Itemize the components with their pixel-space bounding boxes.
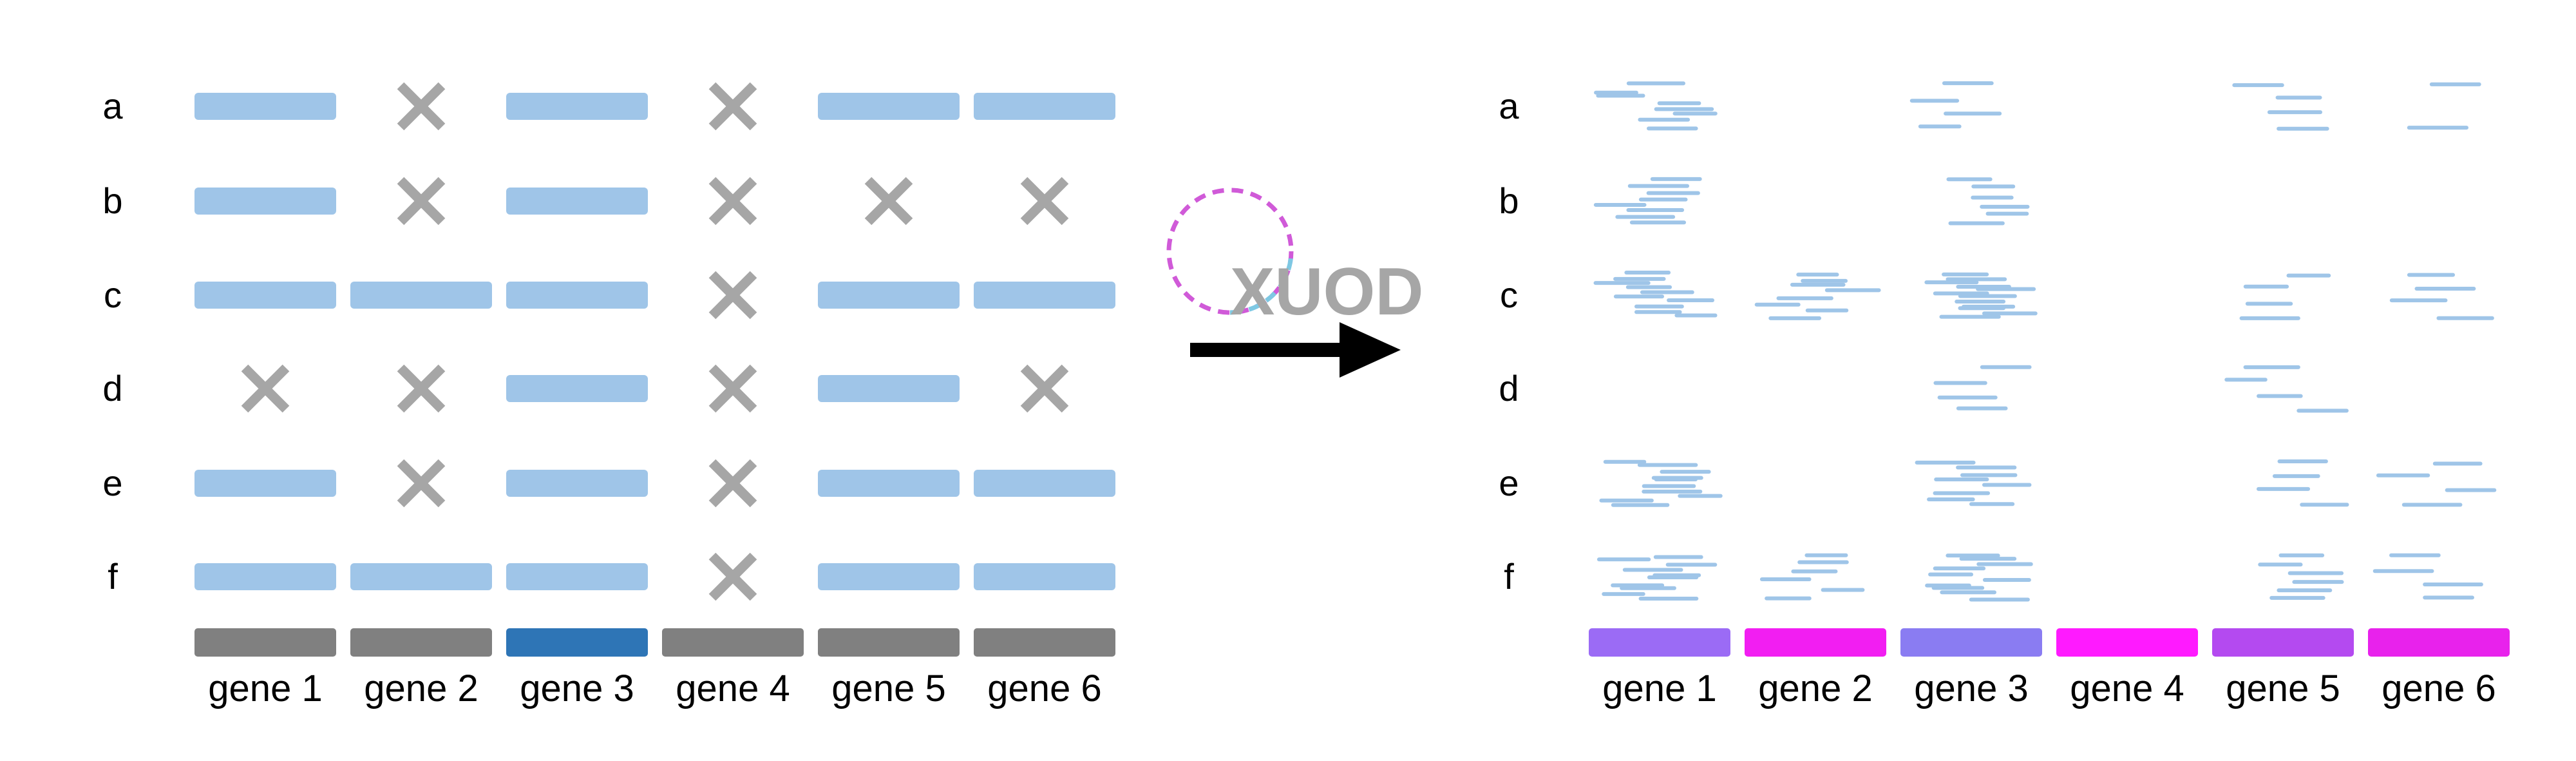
gene-label-right-5: gene 5 xyxy=(2226,668,2340,709)
absent-x-icon-c-gene4 xyxy=(708,271,757,320)
presence-bar-e-gene5 xyxy=(818,470,960,497)
presence-bar-e-gene3 xyxy=(506,470,648,497)
presence-bar-c-gene5 xyxy=(818,282,960,309)
x-stroke xyxy=(708,271,757,320)
row-label-a: a xyxy=(102,86,123,126)
right-panel: a b c d e f gene 1 gene 2 gene 3 gene 4 gene 5 gene… xyxy=(1499,81,2510,709)
x-stroke xyxy=(397,82,446,131)
presence-bar-d-gene3 xyxy=(506,375,648,402)
presence-bar-b-gene1 xyxy=(194,188,336,215)
gene-bar-2 xyxy=(350,628,492,657)
gene-label-1: gene 1 xyxy=(208,668,322,709)
absent-x-icon-f-gene4 xyxy=(708,552,757,601)
gene-label-4: gene 4 xyxy=(676,668,790,709)
presence-bar-f-gene5 xyxy=(818,563,960,590)
gene-label-right-4: gene 4 xyxy=(2070,668,2184,709)
circle-arrow-icon-pink-arc xyxy=(1166,188,1294,315)
row-label-d: d xyxy=(1499,368,1519,409)
row-label-e: e xyxy=(102,463,122,503)
presence-bar-f-gene6 xyxy=(974,563,1115,590)
gene-bar-6 xyxy=(974,628,1115,657)
x-stroke xyxy=(1020,177,1069,226)
absent-x-icon-b-gene6 xyxy=(1020,177,1069,226)
gene-bar-3 xyxy=(506,628,648,657)
presence-bar-e-gene1 xyxy=(194,470,336,497)
gene-label-3: gene 3 xyxy=(520,668,634,709)
gene-bar-4 xyxy=(662,628,804,657)
gene-label-2: gene 2 xyxy=(364,668,478,709)
presence-bar-a-gene6 xyxy=(974,93,1115,120)
absent-x-icon-a-gene2 xyxy=(397,82,446,131)
presence-bar-c-gene1 xyxy=(194,282,336,309)
gene-label-right-2: gene 2 xyxy=(1758,668,1872,709)
gene-label-right-6: gene 6 xyxy=(2382,668,2496,709)
row-label-b: b xyxy=(1499,180,1519,221)
row-label-f: f xyxy=(108,556,118,597)
x-stroke xyxy=(1020,364,1069,413)
tool-label: XUOD xyxy=(1230,255,1423,329)
gene-label-6: gene 6 xyxy=(987,668,1101,709)
absent-x-icon-a-gene4 xyxy=(708,82,757,131)
circle-arrow-icon-blue-arc xyxy=(1229,251,1294,315)
presence-bar-f-gene2 xyxy=(350,563,492,590)
presence-bar-a-gene1 xyxy=(194,93,336,120)
gene-bar-colored-4 xyxy=(2056,628,2198,657)
left-panel: a b c d e f gene 1 gene 2 gene 3 gene 4 gene 5 gene… xyxy=(102,82,1115,709)
row-label-d: d xyxy=(102,368,122,409)
gene-label-right-1: gene 1 xyxy=(1602,668,1716,709)
presence-bar-a-gene5 xyxy=(818,93,960,120)
x-stroke xyxy=(241,364,290,413)
x-stroke xyxy=(708,364,757,413)
row-label-f: f xyxy=(1504,556,1514,597)
row-label-a: a xyxy=(1499,86,1519,126)
arrow-head xyxy=(1340,322,1401,378)
presence-bar-f-gene3 xyxy=(506,563,648,590)
gene-bar-1 xyxy=(194,628,336,657)
presence-bar-b-gene3 xyxy=(506,188,648,215)
x-stroke xyxy=(708,552,757,601)
row-label-e: e xyxy=(1499,463,1519,503)
absent-x-icon-e-gene4 xyxy=(708,459,757,508)
gene-bar-colored-2 xyxy=(1745,628,1886,657)
presence-bar-d-gene5 xyxy=(818,375,960,402)
row-label-b: b xyxy=(102,180,122,221)
absent-x-icon-b-gene4 xyxy=(708,177,757,226)
absent-x-icon-b-gene2 xyxy=(397,177,446,226)
presence-bar-c-gene2 xyxy=(350,282,492,309)
x-stroke xyxy=(864,177,913,226)
absent-x-icon-d-gene4 xyxy=(708,364,757,413)
row-label-c: c xyxy=(104,275,122,315)
gene-label-5: gene 5 xyxy=(831,668,945,709)
x-stroke xyxy=(397,177,446,226)
row-label-c: c xyxy=(1500,275,1518,315)
presence-bar-c-gene6 xyxy=(974,282,1115,309)
gene-bar-colored-5 xyxy=(2212,628,2354,657)
absent-x-icon-d-gene2 xyxy=(397,364,446,413)
gene-bar-5 xyxy=(818,628,960,657)
gene-bar-colored-3 xyxy=(1900,628,2042,657)
x-stroke xyxy=(708,177,757,226)
gene-label-right-3: gene 3 xyxy=(1914,668,2028,709)
method-transition: XUOD xyxy=(1166,188,1423,378)
presence-bar-e-gene6 xyxy=(974,470,1115,497)
absent-x-icon-e-gene2 xyxy=(397,459,446,508)
absent-x-icon-d-gene6 xyxy=(1020,364,1069,413)
absent-x-icon-d-gene1 xyxy=(241,364,290,413)
presence-bar-a-gene3 xyxy=(506,93,648,120)
presence-bar-f-gene1 xyxy=(194,563,336,590)
absent-x-icon-b-gene5 xyxy=(864,177,913,226)
x-stroke xyxy=(708,459,757,508)
x-stroke xyxy=(397,459,446,508)
x-stroke xyxy=(708,82,757,131)
presence-bar-c-gene3 xyxy=(506,282,648,309)
x-stroke xyxy=(397,364,446,413)
gene-bar-colored-1 xyxy=(1589,628,1730,657)
gene-bar-colored-6 xyxy=(2368,628,2510,657)
